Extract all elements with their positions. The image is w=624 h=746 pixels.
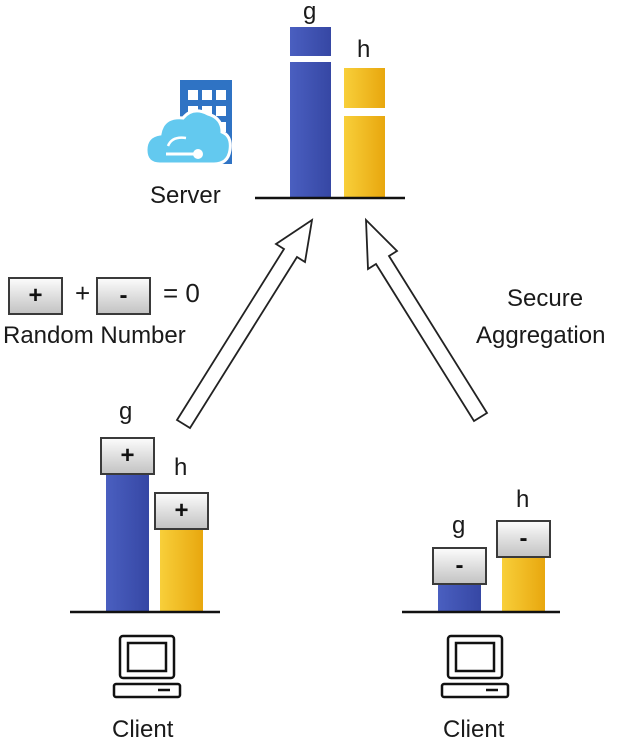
client-1-g-bar (106, 470, 149, 611)
client-2-h-mask: - (496, 520, 551, 558)
client-1-chart (70, 470, 220, 614)
right-arrow (365, 217, 489, 423)
client-1-g-label: g (119, 398, 133, 425)
server-g-label: g (303, 0, 317, 25)
secure-aggregation-line1: Secure (507, 285, 584, 312)
plus-mask-box: + (8, 277, 63, 315)
laptop-icon (440, 634, 510, 699)
server-g-bar-top (290, 27, 331, 56)
client-1-h-mask: + (154, 492, 209, 530)
client-2-g-label: g (452, 512, 466, 539)
client-2-g-bar (438, 583, 481, 611)
client-2-chart (402, 556, 560, 614)
client-2-label: Client (443, 716, 505, 743)
client-2-g-mask: - (432, 547, 487, 585)
cloud-server-icon (144, 80, 232, 166)
client-1-h-bar (160, 528, 203, 611)
server-h-bar-top (344, 68, 385, 108)
random-number-caption: Random Number (3, 322, 186, 349)
equation-plus-operator: + (75, 278, 91, 308)
server-chart (255, 27, 405, 200)
client-2-h-bar (502, 556, 545, 611)
laptop-icon (112, 634, 182, 699)
client-1-label: Client (112, 716, 174, 743)
client-2-h-label: h (516, 486, 530, 513)
left-arrow (175, 218, 314, 430)
server-h-label: h (357, 36, 371, 63)
server-label: Server (150, 182, 221, 209)
client-1-h-label: h (174, 454, 188, 481)
equation-equals-zero: = 0 (163, 278, 200, 308)
client-1-g-mask: + (100, 437, 155, 475)
minus-mask-box: - (96, 277, 151, 315)
secure-aggregation-line2: Aggregation (476, 322, 606, 349)
server-h-bar (344, 116, 385, 198)
server-g-bar (290, 62, 331, 198)
